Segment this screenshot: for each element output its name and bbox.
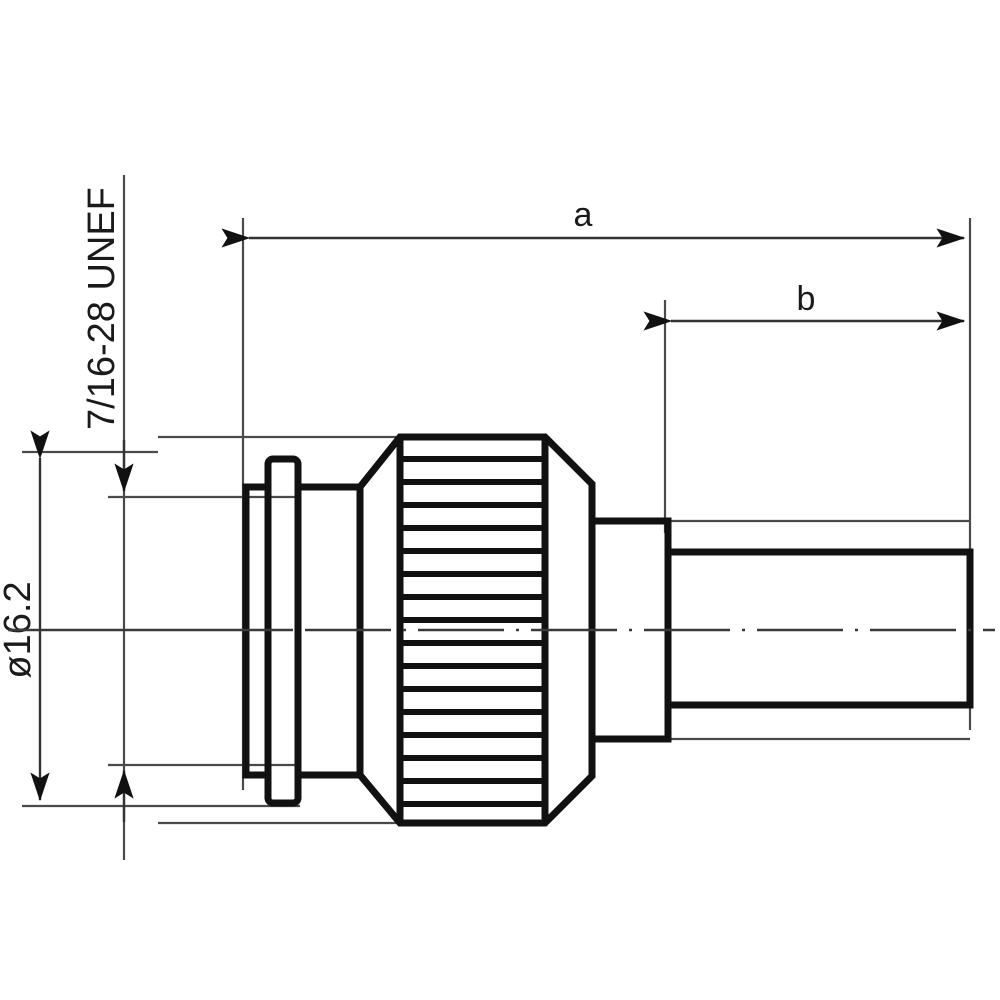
rear-cable-body — [668, 548, 974, 709]
dimension-b: b — [643, 280, 966, 331]
dimension-label-a: a — [574, 196, 593, 234]
dimension-label-b: b — [797, 280, 816, 318]
dimension-thread: 7/16-28 UNEF — [81, 187, 134, 822]
dimension-label-thread: 7/16-28 UNEF — [81, 187, 123, 430]
dimension-a: a — [221, 196, 966, 248]
knurl-lines — [400, 456, 545, 807]
